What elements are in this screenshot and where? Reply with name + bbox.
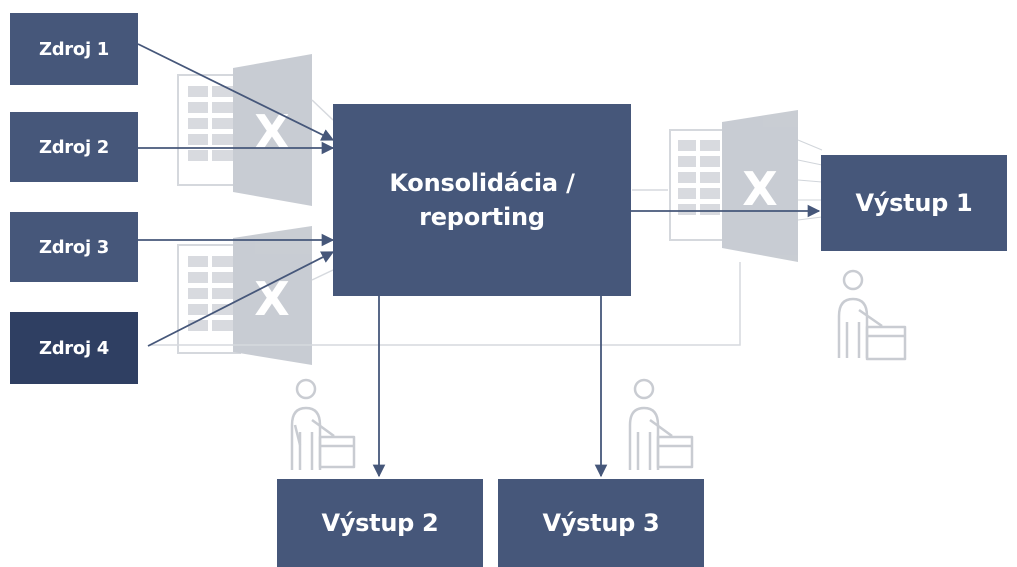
source-box-zdroj-4: Zdroj 4 [10, 312, 138, 384]
source-box-zdroj-2: Zdroj 2 [10, 112, 138, 182]
svg-text:X: X [254, 272, 289, 326]
output-box-vystup-3: Výstup 3 [498, 479, 704, 567]
core-title-line-1: Konsolidácia / [389, 169, 575, 197]
output-box-vystup-2: Výstup 2 [277, 479, 483, 567]
svg-text:X: X [254, 105, 289, 159]
output-box-vystup-1: Výstup 1 [821, 155, 1007, 251]
source-box-zdroj-1: Zdroj 1 [10, 13, 138, 85]
source-label: Zdroj 1 [38, 38, 110, 60]
output-label: Výstup 2 [321, 509, 439, 537]
consolidation-reporting-box: Konsolidácia / reporting [333, 104, 631, 296]
source-box-zdroj-3: Zdroj 3 [10, 212, 138, 282]
excel-spreadsheet-icon: X [669, 110, 823, 262]
svg-text:X: X [742, 162, 777, 216]
excel-spreadsheet-icon: X [177, 226, 312, 365]
source-label: Zdroj 3 [38, 236, 110, 258]
core-title-line-2: reporting [419, 203, 545, 231]
output-label: Výstup 3 [542, 509, 660, 537]
flow-arrows [137, 43, 821, 478]
source-label: Zdroj 4 [38, 337, 110, 359]
excel-spreadsheet-icon: X [177, 54, 312, 206]
output-label: Výstup 1 [855, 189, 973, 217]
person-with-box-icon [628, 378, 694, 470]
source-label: Zdroj 2 [38, 136, 110, 158]
person-with-box-icon [290, 378, 356, 470]
person-with-box-icon [837, 269, 907, 361]
faint-connectors [150, 99, 741, 346]
